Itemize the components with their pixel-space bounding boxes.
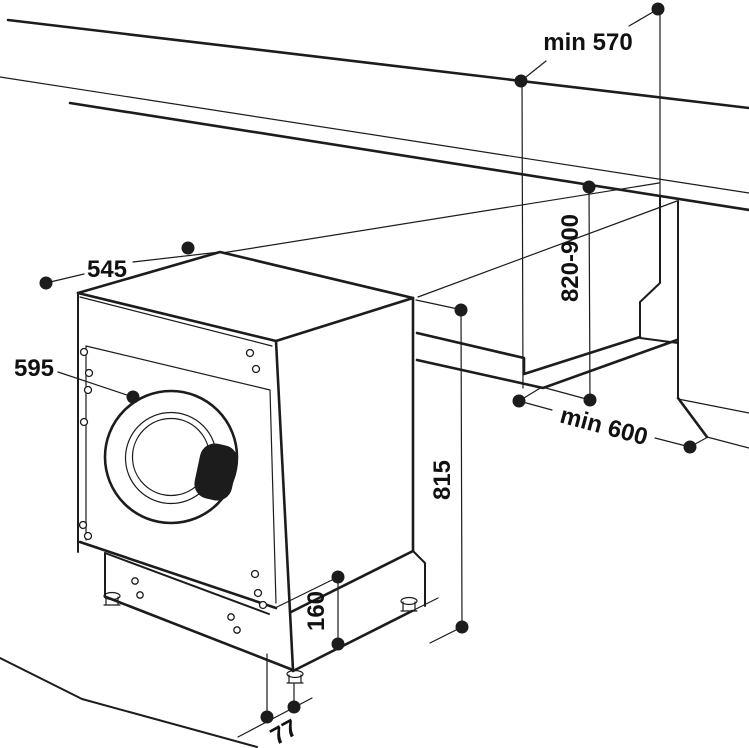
dimension-niche-height: 820-900	[518, 180, 597, 407]
dimension-machine-height: 815	[415, 299, 469, 644]
dimension-door-diameter: 595	[14, 355, 140, 404]
cabinet-side-panel-edge	[639, 196, 679, 344]
label-plinth-height: 160	[303, 591, 330, 631]
machine-top-right-edge	[274, 296, 415, 343]
label-top-depth: 545	[87, 256, 127, 283]
machine-top-front-lip	[79, 296, 273, 347]
label-niche-height: 820-900	[557, 214, 584, 302]
machine-front-right-edge	[274, 339, 295, 672]
cabinet-plinth-step	[676, 396, 709, 439]
dimension-niche-width: min 600	[512, 394, 707, 454]
label-machine-height: 815	[429, 460, 456, 500]
decor-panel-inset-frame	[85, 345, 277, 604]
rear-plinth-rail-top	[415, 331, 642, 376]
plinth-band	[104, 552, 295, 672]
decor-panel-bottom-edge	[78, 540, 278, 610]
label-niche-width: min 600	[557, 402, 650, 451]
floor-line-right	[291, 609, 414, 673]
worktop-front-bottom-edge	[68, 101, 749, 212]
cabinet-bottom-edge	[677, 398, 749, 414]
foot-front-left	[103, 591, 121, 606]
plinth-bottom-edge	[104, 595, 295, 672]
foot-front-right	[286, 669, 304, 684]
plinth-top-edge	[104, 552, 270, 615]
floor	[0, 597, 439, 748]
dimension-plinth-height: 160	[276, 570, 345, 651]
washing-machine	[76, 250, 426, 684]
machine-top-face-back-edges	[76, 250, 415, 300]
door	[103, 389, 239, 525]
dimension-niche-depth: min 570	[514, 2, 665, 389]
adjacent-cabinet	[415, 8, 749, 449]
cabinet-floor-line	[706, 436, 749, 449]
niche-underside-back-line	[417, 200, 678, 298]
worktop-back-edge	[6, 18, 749, 110]
machine-right-side	[289, 296, 426, 614]
adjustable-feet	[103, 591, 418, 684]
label-door-diameter: 595	[14, 355, 54, 382]
niche-back-top-line	[221, 182, 660, 254]
niche-lines	[221, 182, 678, 298]
floor-line-left	[0, 657, 258, 748]
worktop	[0, 18, 749, 212]
rear-plinth-rail-bottom	[415, 338, 679, 390]
door-handle	[194, 443, 238, 501]
machine-top-front-edge	[76, 291, 278, 343]
machine-side-bottom-notch	[412, 550, 426, 607]
decor-panel-screw-holes	[78, 347, 268, 610]
worktop-front-top-edge	[0, 76, 749, 194]
foot-back-right	[400, 596, 418, 612]
label-niche-depth: min 570	[543, 29, 632, 56]
dimension-top-depth: 545	[39, 241, 221, 290]
machine-side-bottom-edge	[289, 549, 415, 614]
